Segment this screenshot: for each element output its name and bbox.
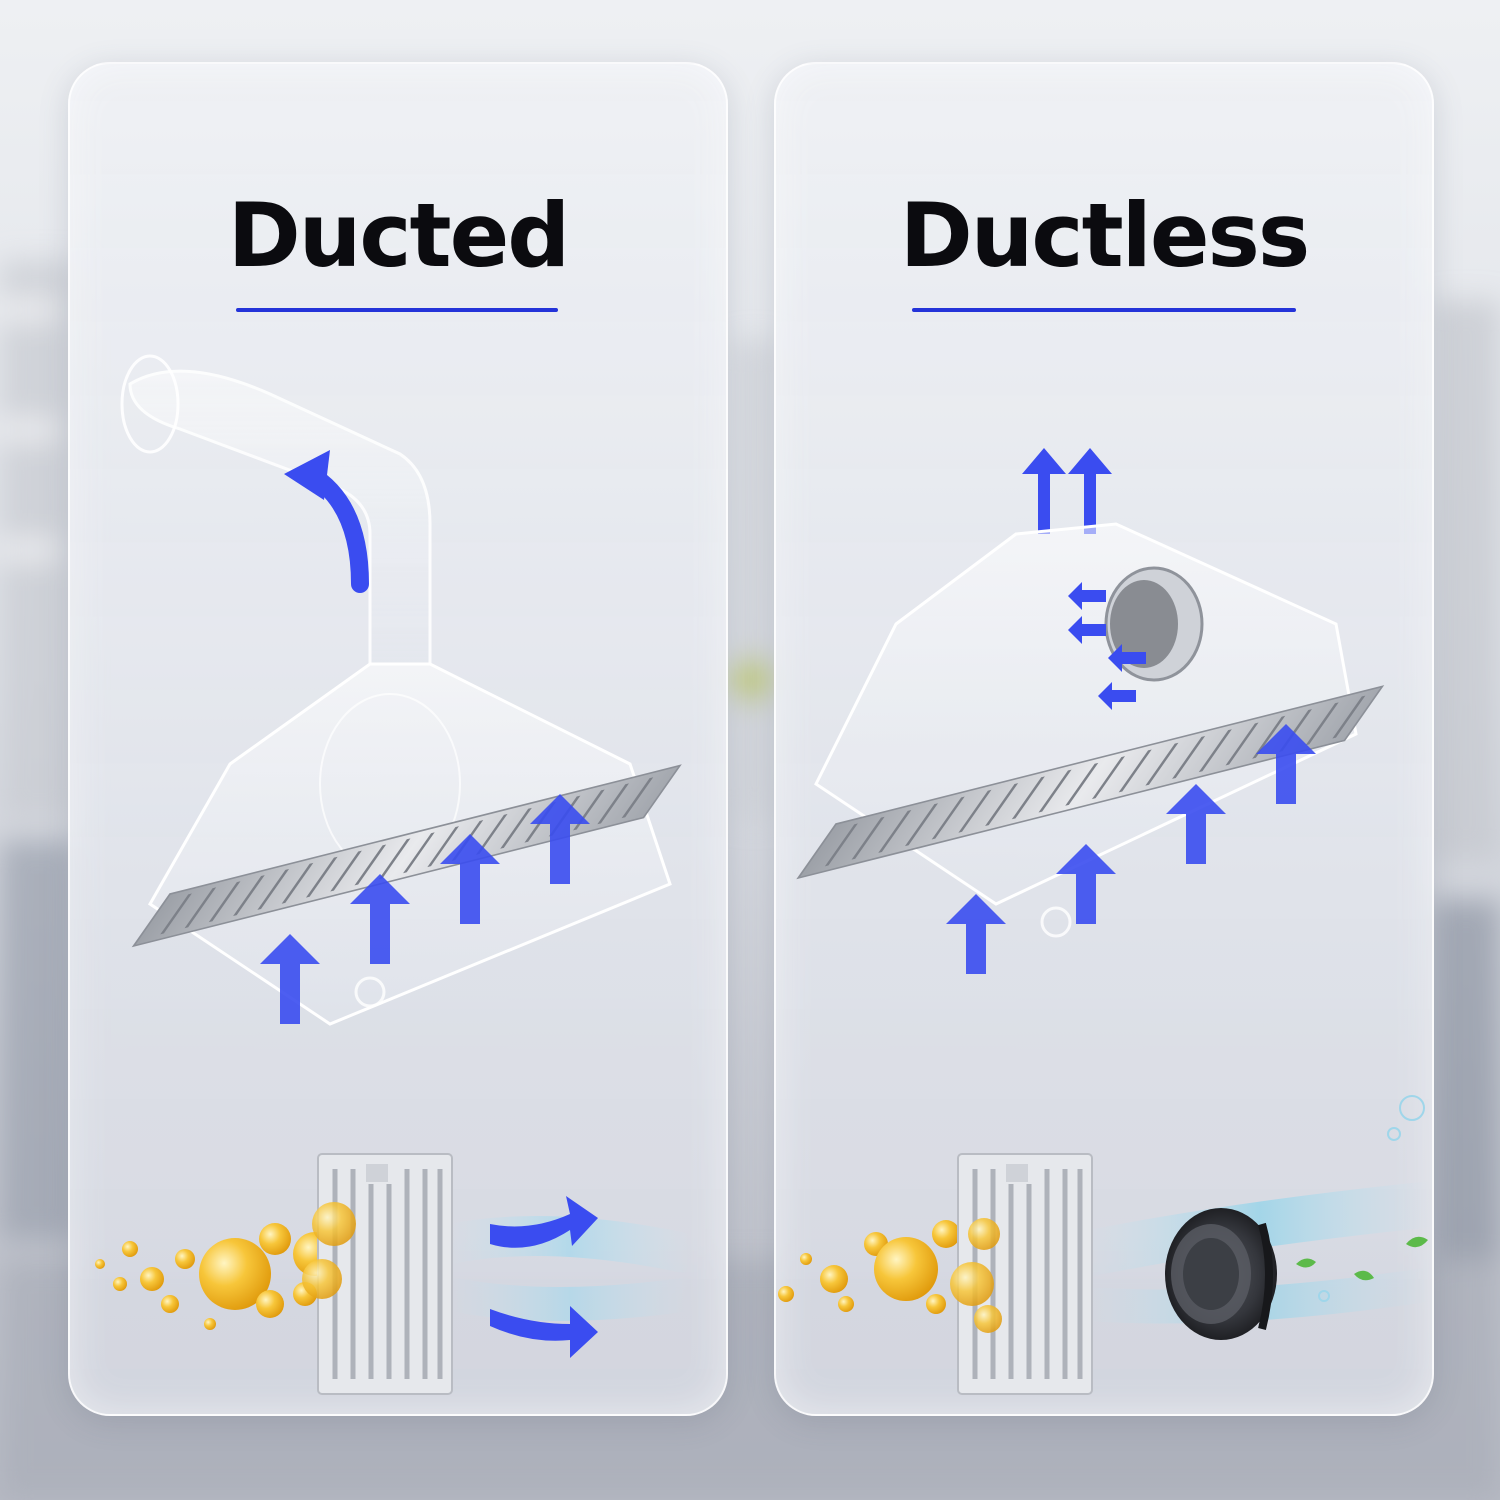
baffle-filter-icon — [950, 1153, 1093, 1395]
ductless-illustration — [778, 448, 1432, 1395]
range-hood-icon — [796, 522, 1385, 938]
airflow-arrow-icon — [1068, 582, 1146, 710]
baffle-filter-icon — [302, 1153, 453, 1395]
ducted-illustration — [95, 354, 695, 1395]
panel-title-ductless: Ductless — [899, 184, 1311, 287]
air-bubble — [1318, 1095, 1425, 1302]
recirculation-vent-icon — [1022, 448, 1112, 534]
airflow-arrow-icon — [260, 450, 590, 1024]
ducted-panel: Ducted — [68, 62, 728, 1416]
range-hood-icon — [131, 662, 682, 1026]
airflow-arrow-icon — [946, 724, 1316, 974]
panel-title-ducted: Ducted — [227, 184, 571, 287]
title-underline — [912, 308, 1296, 312]
wind-stream — [446, 1216, 695, 1321]
ductless-panel: Ductless — [774, 62, 1434, 1416]
oil-bubble-icon — [95, 1223, 338, 1345]
charcoal-filter-icon — [1165, 1208, 1277, 1340]
leaf-icon — [1296, 1236, 1428, 1281]
exhaust-duct-icon — [120, 354, 432, 666]
airflow-arrow-icon — [490, 1196, 598, 1358]
oil-bubble-icon — [778, 1220, 960, 1314]
title-underline — [236, 308, 558, 312]
